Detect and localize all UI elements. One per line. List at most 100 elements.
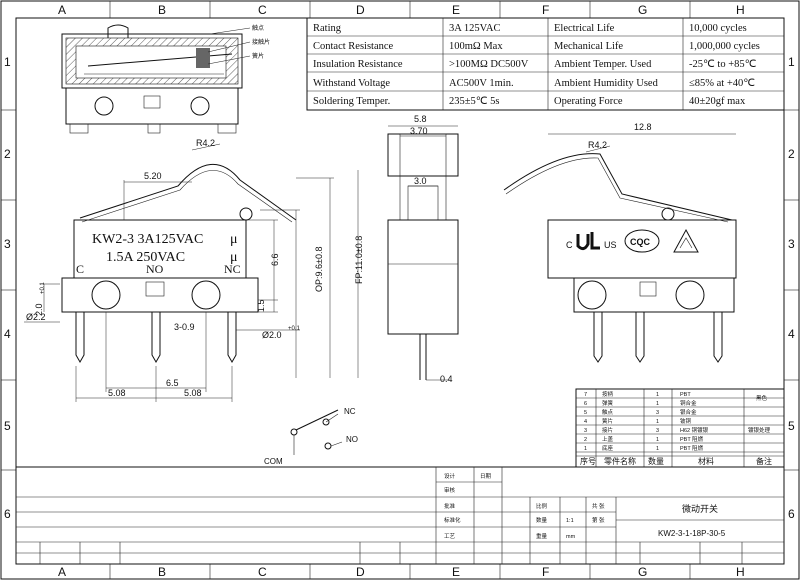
dim-tolerance: +0.1 (288, 326, 301, 332)
dim-back-lever-radius: R4.2 (588, 140, 607, 150)
spec-label: Electrical Life (554, 23, 615, 34)
cross-section-view: 触点 接触片 簧片 (61, 24, 270, 134)
row-label-4: 4 (4, 327, 11, 341)
col-label-c-bottom: C (258, 565, 267, 579)
dim-operating-position: OP:9.6±0.8 (314, 247, 324, 292)
row-label-6: 6 (4, 507, 11, 521)
terminal-nc-label: NC (224, 262, 241, 276)
section-label: 触点 (252, 24, 264, 32)
title-block-scale: 1:1 (566, 518, 574, 524)
section-label: 簧片 (252, 52, 264, 60)
bom-row-material: 铜合金 (680, 399, 697, 407)
title-block-label: 工艺 (444, 533, 456, 540)
bom-row-no: 6 (584, 401, 587, 407)
dim-6-6: 6.6 (270, 253, 280, 266)
title-block-unit: mm (566, 534, 576, 540)
bom-header-qty: 数量 (648, 456, 664, 466)
dim-pitch-1: 5.08 (108, 388, 126, 398)
ul-us-mark: US (604, 240, 617, 250)
col-label-a-bottom: A (58, 565, 66, 579)
bom-row-qty: 1 (656, 401, 659, 407)
dim-free-position: FP:11.0±0.8 (354, 236, 364, 284)
spec-value: ≤85% at +40℃ (689, 78, 755, 89)
bom-row-note: 黑色 (756, 394, 768, 402)
bom-row-qty: 1 (656, 392, 659, 398)
marking-line-2: 1.5A 250VAC (106, 250, 185, 265)
bom-row-material: H62 铜镀银 (680, 426, 709, 434)
bom-row-name: 触点 (602, 408, 614, 416)
terminal-no-label: NO (146, 262, 164, 276)
col-label-b-bottom: B (158, 565, 166, 579)
schematic-no-label: NO (346, 435, 358, 444)
bom-row-no: 5 (584, 410, 587, 416)
spec-value: >100MΩ DC500V (449, 59, 529, 70)
title-block-label: 批准 (444, 502, 456, 510)
bom-row-name: 弹簧 (602, 399, 614, 407)
spec-value: 100mΩ Max (449, 41, 503, 52)
bom-row-qty: 1 (656, 437, 659, 443)
terminal-c-label: C (76, 262, 84, 276)
bom-row-name: 底座 (602, 444, 614, 452)
dim-2-0-tolerance: 2.0 (34, 303, 44, 316)
bom-row-material: PBT 阻燃 (680, 444, 704, 452)
col-label-f-bottom: F (542, 565, 549, 579)
dim-lever-radius: R4.2 (196, 138, 215, 148)
title-block-label: 设计 (444, 472, 456, 480)
title-block-label: 数量 (536, 516, 548, 524)
title-block-label: 审核 (444, 486, 456, 494)
spec-label: Withstand Voltage (313, 78, 390, 89)
col-label-d-bottom: D (356, 565, 365, 579)
col-label-g: G (638, 3, 647, 17)
col-label-h-bottom: H (736, 565, 745, 579)
row-label-3-right: 3 (788, 237, 795, 251)
spec-label: Mechanical Life (554, 41, 623, 52)
inner-border (15, 17, 785, 565)
ul-certification-icon: C US (566, 232, 617, 251)
bom-row-name: 簧片 (602, 417, 613, 425)
bom-header-material: 材料 (698, 456, 714, 466)
schematic-com-label: COM (264, 457, 283, 466)
drawing-number: KW2-3-1-18P-30-5 (658, 529, 726, 538)
bom-row-material: PBT 阻燃 (680, 435, 704, 443)
spec-value: AC500V 1min. (449, 78, 514, 89)
dim-0-4: 0.4 (440, 374, 453, 384)
title-block-label: 第 张 (592, 516, 605, 524)
row-label-5: 5 (4, 419, 11, 433)
dim-12-8: 12.8 (634, 122, 652, 132)
dim-1-5: 1.5 (256, 299, 266, 312)
spec-value: 235±5℃ 5s (449, 96, 500, 107)
dim-pitch-2: 5.08 (184, 388, 202, 398)
row-label-2: 2 (4, 147, 11, 161)
bom-header-name: 零件名称 (604, 456, 636, 466)
ul-c-mark: C (566, 240, 573, 250)
dim-6-5: 6.5 (166, 378, 179, 388)
bom-row-name: 上盖 (602, 435, 614, 443)
dim-hole-2-0: Ø2.0 (262, 330, 282, 340)
row-label-4-right: 4 (788, 327, 795, 341)
bom-header-note: 备注 (756, 456, 772, 466)
bom-row-name: 按柄 (602, 390, 614, 398)
col-label-h: H (736, 3, 745, 17)
col-label-g-bottom: G (638, 565, 647, 579)
cqc-mark: CQC (630, 237, 651, 247)
bom-row-qty: 1 (656, 446, 659, 452)
warning-triangle-icon (673, 228, 699, 253)
spec-value: 10,000 cycles (689, 23, 747, 34)
bom-row-material: 银合金 (680, 408, 697, 416)
bom-row-qty: 1 (656, 419, 659, 425)
row-label-3: 3 (4, 237, 11, 251)
bom-header-no: 序号 (580, 456, 596, 466)
cqc-certification-icon: CQC (624, 229, 660, 253)
spec-label: Operating Force (554, 96, 623, 107)
bom-table: 7 按柄 1 PBT 黑色 6 弹簧 1 铜合金 5 触点 3 银合金 4 簧片… (575, 388, 785, 468)
dim-3-70: 3.70 (410, 126, 428, 136)
title-block-label: 比例 (536, 502, 548, 510)
bom-row-no: 2 (584, 437, 587, 443)
row-label-5-right: 5 (788, 419, 795, 433)
col-label-d: D (356, 3, 365, 17)
dim-5-20: 5.20 (144, 171, 162, 181)
spec-label: Ambient Temper. Used (554, 59, 652, 70)
spec-label: Insulation Resistance (313, 59, 403, 70)
spec-label: Contact Resistance (313, 41, 394, 52)
